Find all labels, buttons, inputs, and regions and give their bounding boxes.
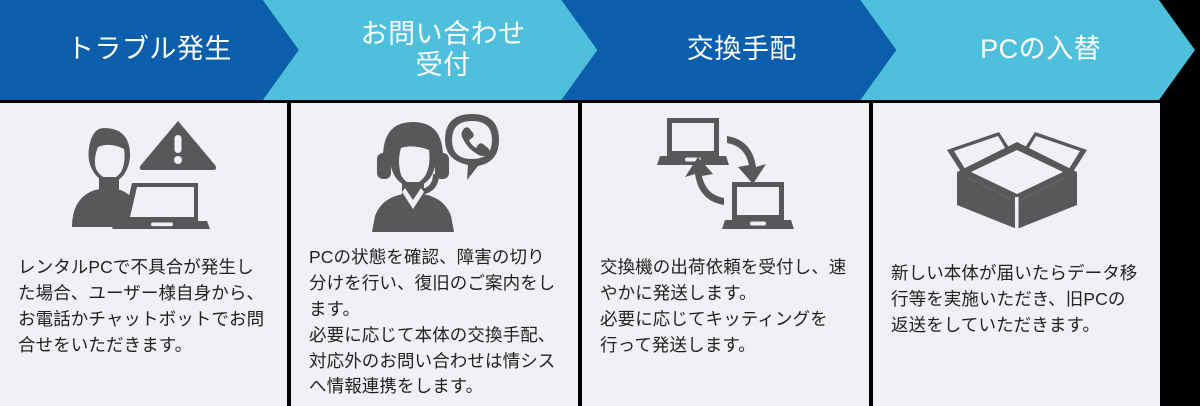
icon-container-step-3	[582, 103, 869, 243]
chevron-step-2: お問い合わせ 受付	[262, 0, 598, 100]
chevron-header-band: トラブル発生 お問い合わせ 受付 交換手配 PCの入替	[0, 0, 1200, 100]
chevron-step-4: PCの入替	[860, 0, 1195, 100]
chevron-label-step-2: お問い合わせ 受付	[360, 18, 526, 80]
chevron-step-1: トラブル発生	[0, 0, 299, 100]
step-panel-3: 交換機の出荷依頼を受付し、速 やかに発送します。 必要に応じてキッティングを 行…	[582, 103, 869, 406]
step-body-text-3: 交換機の出荷依頼を受付し、速 やかに発送します。 必要に応じてキッティングを 行…	[600, 257, 847, 355]
chevron-label-step-4: PCの入替	[980, 34, 1102, 65]
laptop-exchange-arrows-icon	[656, 118, 794, 229]
chevron-label-step-1: トラブル発生	[66, 34, 232, 65]
step-panel-2: PCの状態を確認、障害の切り 分けを行い、復旧のご案内をし ます。 必要に応じて…	[291, 103, 578, 406]
step-body-text-2: PCの状態を確認、障害の切り 分けを行い、復旧のご案内をし ます。 必要に応じて…	[309, 247, 556, 397]
icon-container-step-2	[291, 103, 578, 243]
person-at-laptop-warning-icon	[71, 121, 216, 229]
step-panel-4: 新しい本体が届いたらデータ移 行等を実施いただき、旧PCの 返送をしていただきま…	[873, 103, 1160, 406]
chevron-label-step-3: 交換手配	[686, 34, 797, 65]
icon-container-step-4	[873, 103, 1160, 243]
step-body-text-4: 新しい本体が届いたらデータ移 行等を実施いただき、旧PCの 返送をしていただきま…	[891, 263, 1138, 335]
open-cardboard-box-icon	[946, 132, 1087, 229]
step-panels: レンタルPCで不具合が発生し た場合、ユーザー様自身から、 お電話かチャットボッ…	[0, 103, 1200, 406]
step-body-text-1: レンタルPCで不具合が発生し た場合、ユーザー様自身から、 お電話かチャットボッ…	[18, 257, 265, 355]
chevron-step-3: 交換手配	[561, 0, 897, 100]
icon-container-step-1	[0, 103, 287, 243]
headset-operator-phone-icon	[371, 114, 499, 232]
step-panel-1: レンタルPCで不具合が発生し た場合、ユーザー様自身から、 お電話かチャットボッ…	[0, 103, 287, 406]
